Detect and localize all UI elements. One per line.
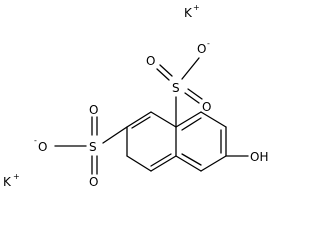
double-bond-inner <box>150 153 172 167</box>
o-double-left-top: O <box>89 103 98 117</box>
bond-s-o-double <box>159 64 173 77</box>
s-left: S <box>89 140 97 154</box>
o-double-top-right: O <box>202 100 211 114</box>
hydroxyl-group: OH <box>250 150 268 164</box>
o-minus-left-charge: - <box>34 136 37 145</box>
molecule-svg: K + O - O S O O O - S O K + OH <box>3 3 268 189</box>
bond <box>175 155 202 172</box>
bond <box>126 155 152 172</box>
bond-s-o-minus-top <box>181 57 200 80</box>
double-bond-inner <box>131 116 151 129</box>
o-double-top-left: O <box>146 54 155 68</box>
o-minus-left: O <box>38 140 47 154</box>
bond <box>126 111 152 128</box>
bond-s-o-double <box>156 68 170 81</box>
s-top: S <box>172 81 180 95</box>
bond-c-s-left <box>102 126 128 144</box>
bond <box>175 111 202 128</box>
structure-diagram: K + O - O S O O O - S O K + OH <box>3 3 268 189</box>
o-minus-top-charge: - <box>207 39 210 48</box>
o-minus-top: O <box>197 42 206 56</box>
bond-s-o-double <box>184 92 200 104</box>
double-bond-inner <box>181 117 202 131</box>
bond <box>150 155 177 172</box>
bond <box>200 111 227 128</box>
k-ion-top: K <box>184 6 193 20</box>
k-ion-top-charge: + <box>193 3 200 12</box>
bond <box>200 155 227 172</box>
double-bond-inner <box>181 153 202 166</box>
k-ion-left-charge: + <box>13 172 20 181</box>
o-double-left-bottom: O <box>89 175 98 189</box>
bond-s-o-double <box>187 88 203 100</box>
bond <box>150 111 177 128</box>
k-ion-left: K <box>3 175 12 189</box>
